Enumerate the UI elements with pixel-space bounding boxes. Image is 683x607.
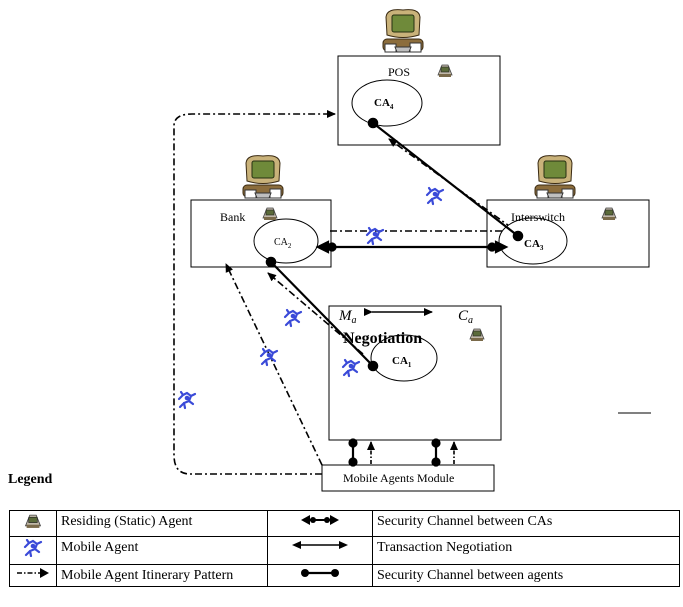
pos-label: POS bbox=[388, 65, 410, 79]
pos-computer-icon bbox=[382, 9, 424, 53]
itinerary-path-module-to-pos bbox=[173, 110, 336, 475]
interswitch-label: Interswitch bbox=[511, 210, 565, 224]
ca2-node bbox=[253, 218, 319, 264]
mobile-agent-icon bbox=[259, 347, 279, 367]
ca3-label: CA3 bbox=[524, 238, 544, 252]
transaction-negotiation-icon bbox=[267, 536, 373, 565]
ca1-label: CA1 bbox=[392, 355, 412, 369]
legend-row: Residing (Static) Agent Security Channel… bbox=[9, 510, 680, 537]
residing-agent-icon bbox=[9, 510, 57, 537]
itinerary-path-module-to-bank bbox=[225, 263, 323, 466]
ca1-node bbox=[370, 334, 438, 382]
legend-left-text: Mobile Agent bbox=[56, 536, 268, 565]
legend-right-text: Transaction Negotiation bbox=[372, 536, 680, 565]
ma-label: Ma bbox=[338, 308, 357, 326]
legend-left-text: Mobile Agent Itinerary Pattern bbox=[56, 564, 268, 587]
mobile-agent-icon bbox=[177, 390, 197, 410]
legend-title: Legend bbox=[8, 472, 53, 487]
ca-right-label: Ca bbox=[458, 308, 473, 326]
bank-computer-icon bbox=[242, 155, 284, 199]
security-channel-agents-icon bbox=[267, 564, 373, 587]
security-channel-cas-icon bbox=[267, 510, 373, 537]
itinerary-pattern-icon bbox=[9, 564, 57, 587]
legend-table: Residing (Static) Agent Security Channel… bbox=[9, 510, 680, 587]
module-label: Mobile Agents Module bbox=[343, 471, 454, 485]
mobile-agent-icon bbox=[9, 536, 57, 565]
ca4-label: CA4 bbox=[374, 97, 394, 111]
legend-row: Mobile Agent Transaction Negotiation bbox=[9, 536, 680, 565]
security-channel-pos-interswitch bbox=[372, 122, 519, 237]
bank-label: Bank bbox=[220, 210, 245, 224]
legend-row: Mobile Agent Itinerary Pattern Security … bbox=[9, 564, 680, 587]
mobile-agent-icon bbox=[425, 186, 445, 206]
ca2-label: CA2 bbox=[274, 237, 292, 250]
mobile-agents-module-box bbox=[321, 464, 495, 492]
legend-right-text: Security Channel between CAs bbox=[372, 510, 680, 537]
legend-right-text: Security Channel between agents bbox=[372, 564, 680, 587]
ca3-node bbox=[498, 217, 568, 265]
negotiation-label: Negotiation bbox=[343, 330, 422, 347]
security-channel-bank-negotiation bbox=[270, 261, 374, 367]
mobile-agent-icon bbox=[283, 308, 303, 328]
ca4-node bbox=[351, 79, 423, 127]
legend-left-text: Residing (Static) Agent bbox=[56, 510, 268, 537]
interswitch-computer-icon bbox=[534, 155, 576, 199]
